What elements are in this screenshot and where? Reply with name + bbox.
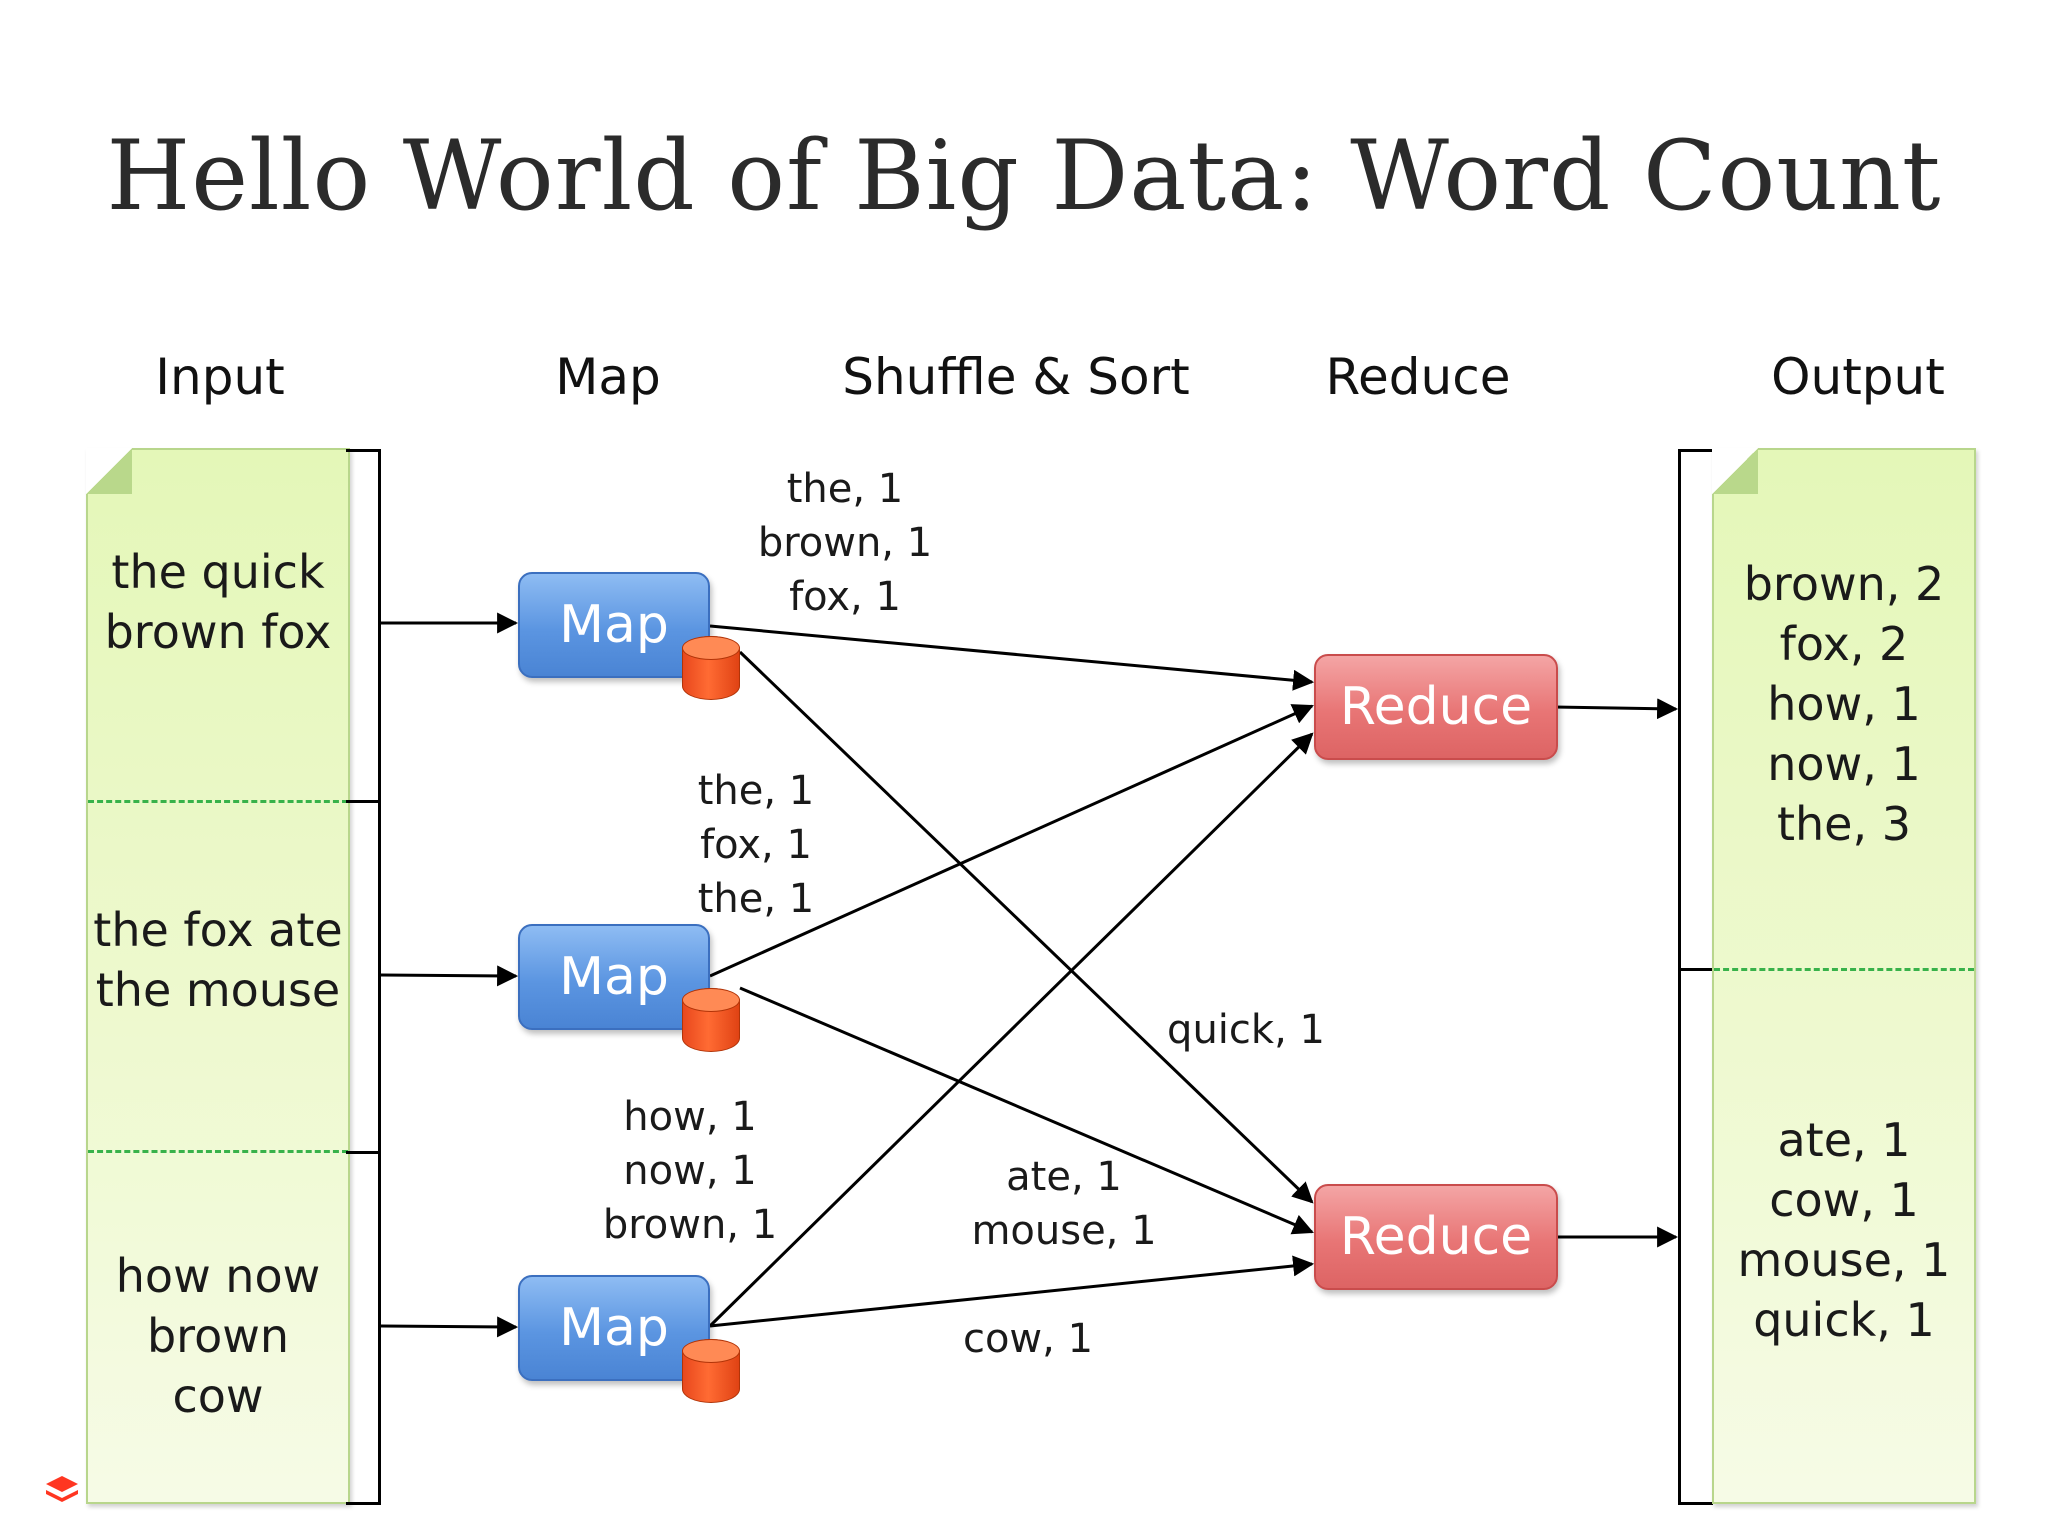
arrow-map3-reduce1 <box>708 732 1314 1328</box>
map-node-2: Map <box>518 924 710 1030</box>
header-input: Input <box>155 348 285 406</box>
shuffle-label-ate-mouse: ate, 1 mouse, 1 <box>971 1154 1157 1254</box>
arrow-input2-map2 <box>379 965 519 987</box>
map1-output-pairs: the, 1 brown, 1 fox, 1 <box>757 466 933 620</box>
arrow-map2-reduce1 <box>709 704 1314 978</box>
map-node-3: Map <box>518 1275 710 1381</box>
page-fold-icon <box>86 448 132 494</box>
databricks-logo-icon <box>46 1476 78 1502</box>
arrow-reduce1-output <box>1553 698 1679 720</box>
shuffle-label-quick: quick, 1 <box>1167 1007 1325 1053</box>
header-reduce: Reduce <box>1325 348 1511 406</box>
input-bracket-3 <box>346 1151 381 1505</box>
header-output: Output <box>1771 348 1945 406</box>
input-split-2: the fox ate the mouse <box>93 903 343 1017</box>
arrow-input3-map3 <box>379 1316 519 1338</box>
input-split-separator <box>88 1150 348 1153</box>
map2-output-pairs: the, 1 fox, 1 the, 1 <box>697 768 815 922</box>
arrow-map2-reduce2 <box>739 986 1314 1235</box>
map-node-1: Map <box>518 572 710 678</box>
input-bracket-2 <box>346 800 381 1154</box>
arrow-map3-reduce2 <box>709 1255 1315 1328</box>
map3-output-pairs: how, 1 now, 1 brown, 1 <box>602 1094 778 1248</box>
output-partition-separator <box>1714 968 1974 971</box>
input-split-separator <box>88 800 348 803</box>
arrow-map1-reduce2 <box>738 650 1314 1204</box>
disk-cylinder-icon <box>682 636 740 700</box>
input-split-3: how now brown cow <box>115 1249 321 1423</box>
reduce-node-1: Reduce <box>1314 654 1558 760</box>
output-bracket-1 <box>1678 449 1713 971</box>
header-shuffle-sort: Shuffle & Sort <box>842 348 1190 406</box>
arrow-map1-reduce1 <box>709 624 1315 691</box>
disk-cylinder-icon <box>682 1339 740 1403</box>
slide-title: Hello World of Big Data: Word Count <box>106 120 1942 232</box>
output-document: brown, 2 fox, 2 how, 1 now, 1 the, 3 ate… <box>1712 448 1976 1504</box>
input-split-1: the quick brown fox <box>104 545 332 659</box>
output-partition-2: ate, 1 cow, 1 mouse, 1 quick, 1 <box>1737 1113 1951 1347</box>
shuffle-label-cow: cow, 1 <box>962 1316 1094 1362</box>
input-bracket-1 <box>346 449 381 803</box>
output-partition-1: brown, 2 fox, 2 how, 1 now, 1 the, 3 <box>1743 557 1945 851</box>
page-fold-icon <box>1712 448 1758 494</box>
reduce-node-2: Reduce <box>1314 1184 1558 1290</box>
header-map: Map <box>555 348 661 406</box>
disk-cylinder-icon <box>682 988 740 1052</box>
output-bracket-2 <box>1678 968 1713 1505</box>
input-document: the quick brown fox the fox ate the mous… <box>86 448 350 1504</box>
